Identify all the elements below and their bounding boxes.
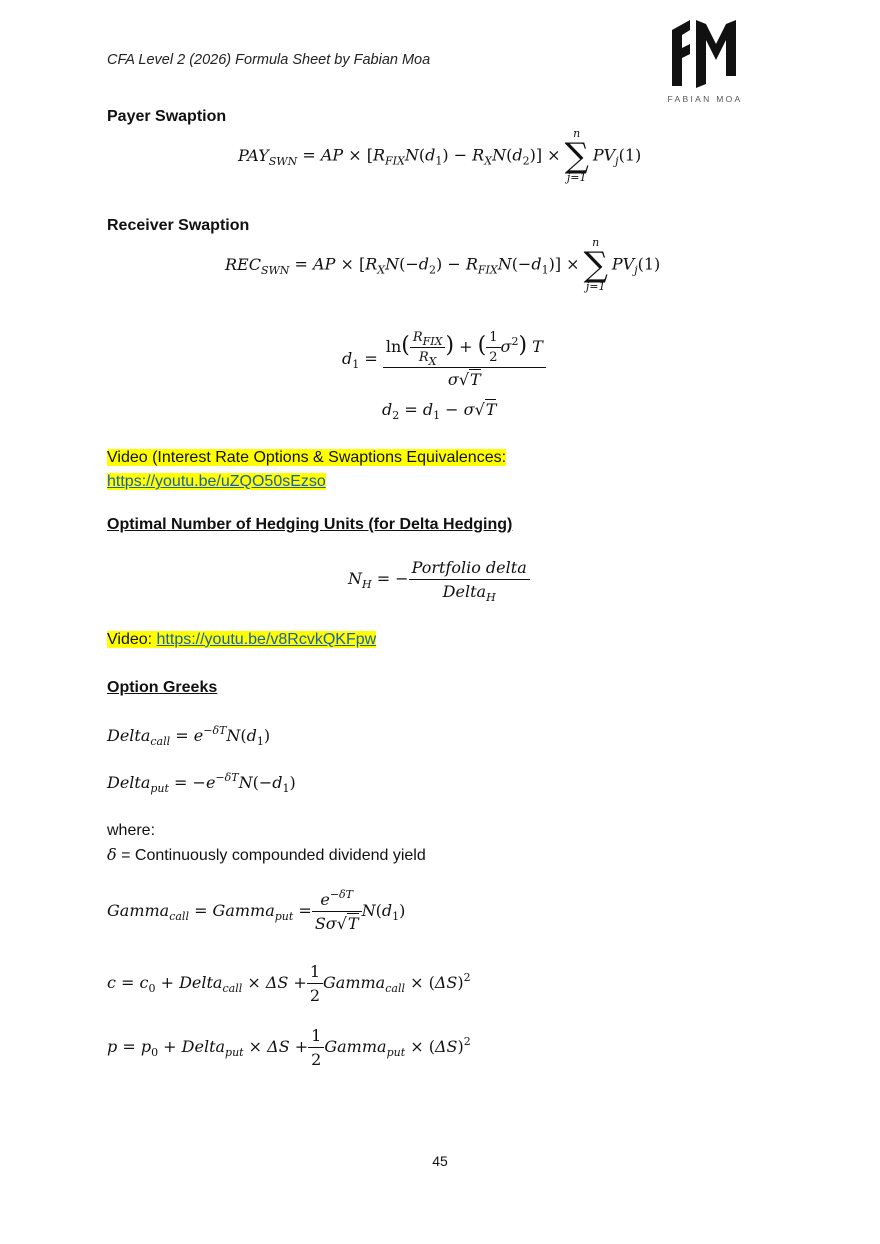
delta-definition-text: = Continuously compounded dividend yield: [121, 847, 426, 864]
fm-logo-mark: [672, 20, 736, 88]
delta-definition: δ = Continuously compounded dividend yie…: [107, 845, 426, 864]
fabian-moa-logo: FABIAN MOA: [660, 16, 750, 108]
receiver-swaption-formula: RECSWN = AP × [RXN(−d2) − RFIXN(−d1)] ×n…: [225, 236, 661, 293]
payer-swaption-formula: PAYSWN = AP × [RFIXN(d1) − RXN(d2)] ×n∑j…: [238, 127, 642, 184]
d2-formula: d2 = d1 − σ√T: [382, 399, 497, 422]
option-greeks-heading: Option Greeks: [107, 679, 218, 696]
receiver-swaption-heading: Receiver Swaption: [107, 217, 250, 234]
video-description: Video (Interest Rate Options & Swaptions…: [107, 449, 507, 466]
delta-put-formula: Deltaput = −e−δTN(−d1): [107, 771, 296, 795]
video-link-block-2: Video: https://youtu.be/v8RcvkQKFpw: [107, 631, 377, 649]
logo-name: FABIAN MOA: [667, 94, 743, 104]
where-label: where:: [107, 822, 156, 839]
video-link-swaptions[interactable]: https://youtu.be/uZQO50sEzso: [107, 473, 326, 490]
document-header: CFA Level 2 (2026) Formula Sheet by Fabi…: [107, 52, 431, 68]
video-link-block-1: Video (Interest Rate Options & Swaptions…: [107, 446, 507, 494]
video-link-delta-hedging[interactable]: https://youtu.be/v8RcvkQKFpw: [156, 631, 377, 648]
page-number: 45: [432, 1153, 448, 1169]
video-label: Video:: [107, 631, 157, 648]
payer-swaption-heading: Payer Swaption: [107, 108, 227, 125]
hedging-units-heading: Optimal Number of Hedging Units (for Del…: [107, 516, 513, 533]
delta-call-formula: Deltacall = e−δTN(d1): [107, 724, 271, 748]
